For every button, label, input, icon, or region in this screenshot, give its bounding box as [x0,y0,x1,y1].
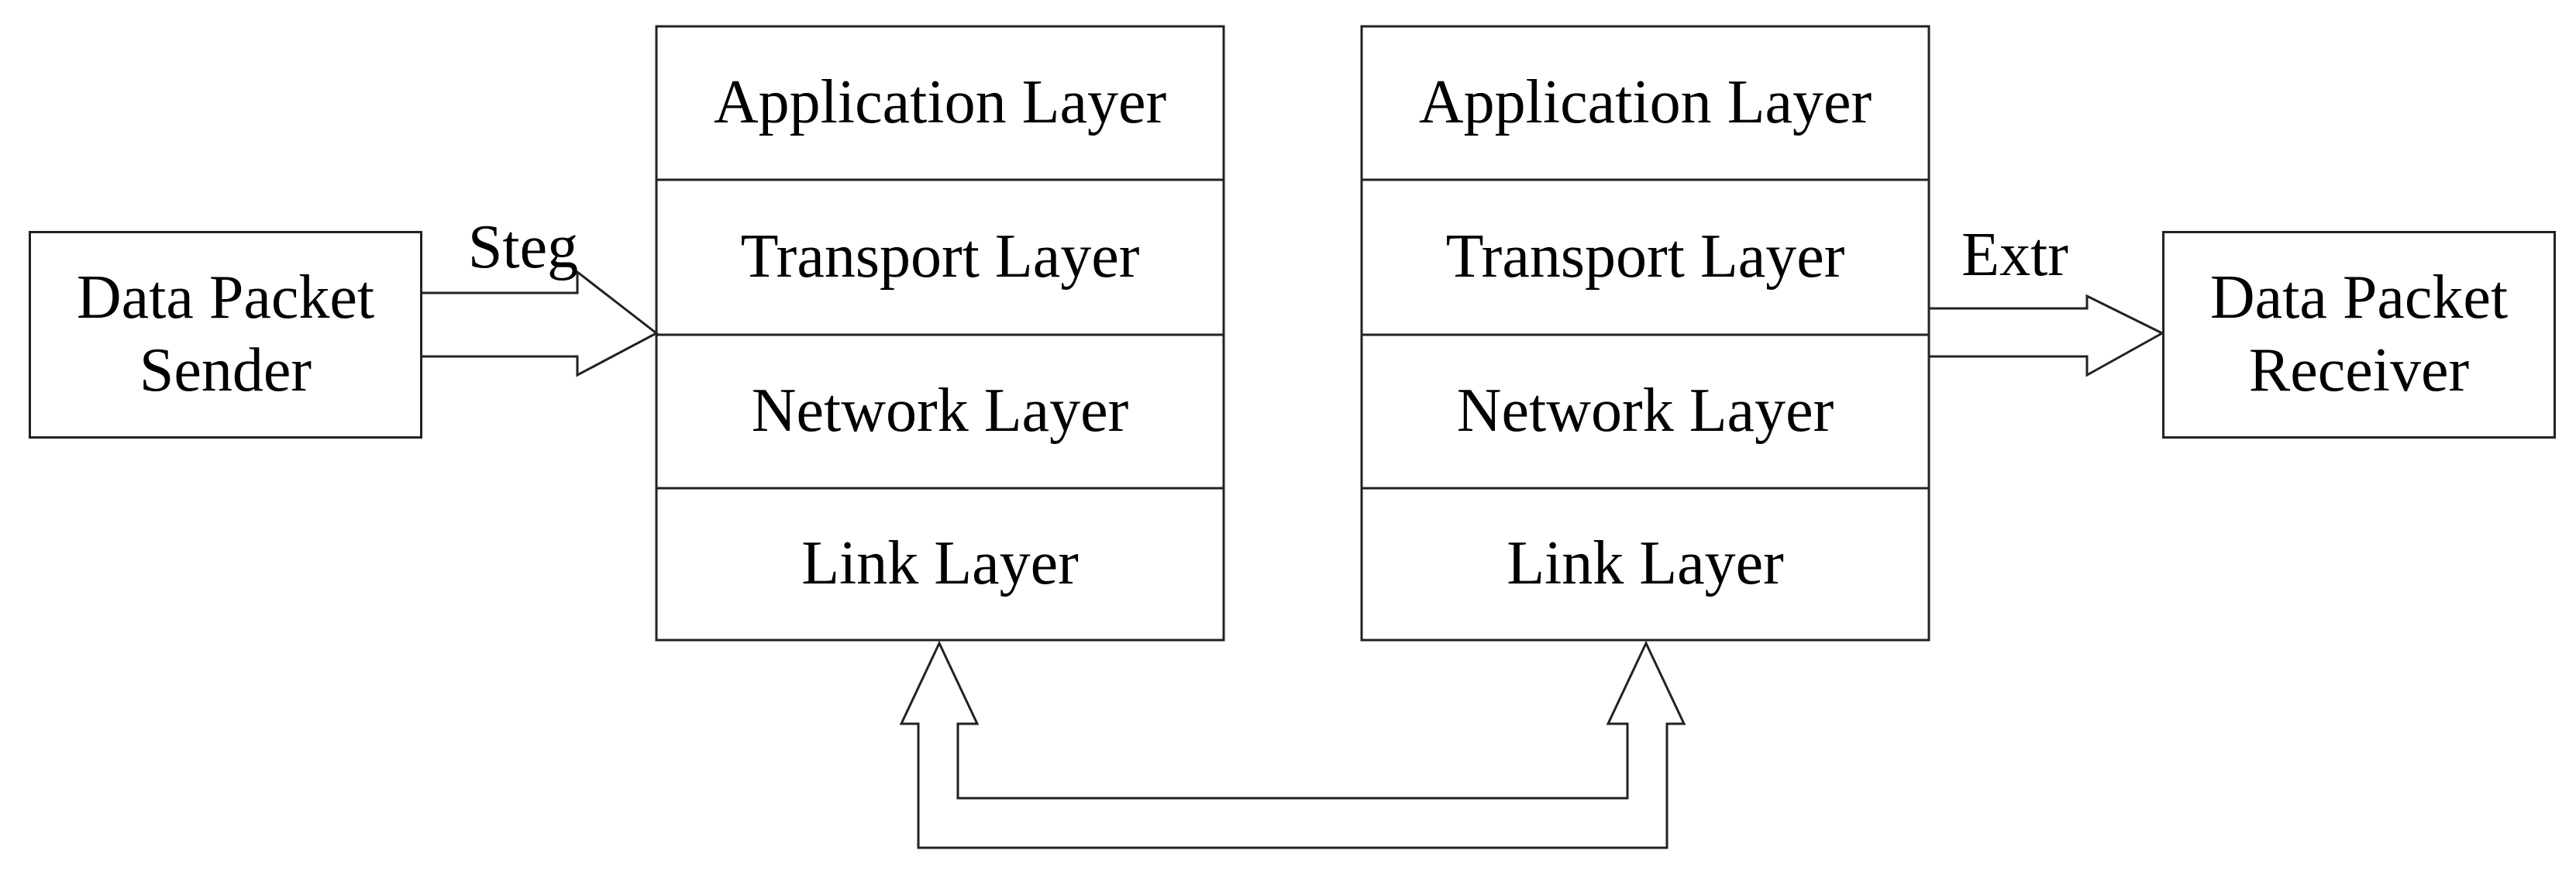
right-stack-frame [1360,25,1930,642]
receiver-label: Data Packet Receiver [2162,231,2556,439]
sender-line-2: Sender [139,336,312,405]
right-transport-layer: Transport Layer [1445,222,1845,291]
steg-label: Steg [467,213,579,282]
left-application-layer: Application Layer [713,68,1167,137]
right-link-layer: Link Layer [1507,529,1784,598]
sender-line-1: Data Packet [76,263,375,332]
sender-box [29,231,422,439]
extr-arrow [1929,294,2165,377]
right-application-layer: Application Layer [1418,68,1872,137]
extr-label: Extr [1961,221,2068,290]
left-network-layer: Network Layer [751,377,1129,446]
left-transport-layer: Transport Layer [740,222,1140,291]
right-network-layer: Network Layer [1456,377,1834,446]
receiver-line-1: Data Packet [2209,263,2509,332]
link-channel-arrow [899,640,1686,849]
sender-label: Data Packet Sender [29,231,422,439]
steg-arrow [422,269,659,377]
receiver-box [2162,231,2556,439]
left-link-layer: Link Layer [801,529,1079,598]
receiver-line-2: Receiver [2248,336,2470,405]
